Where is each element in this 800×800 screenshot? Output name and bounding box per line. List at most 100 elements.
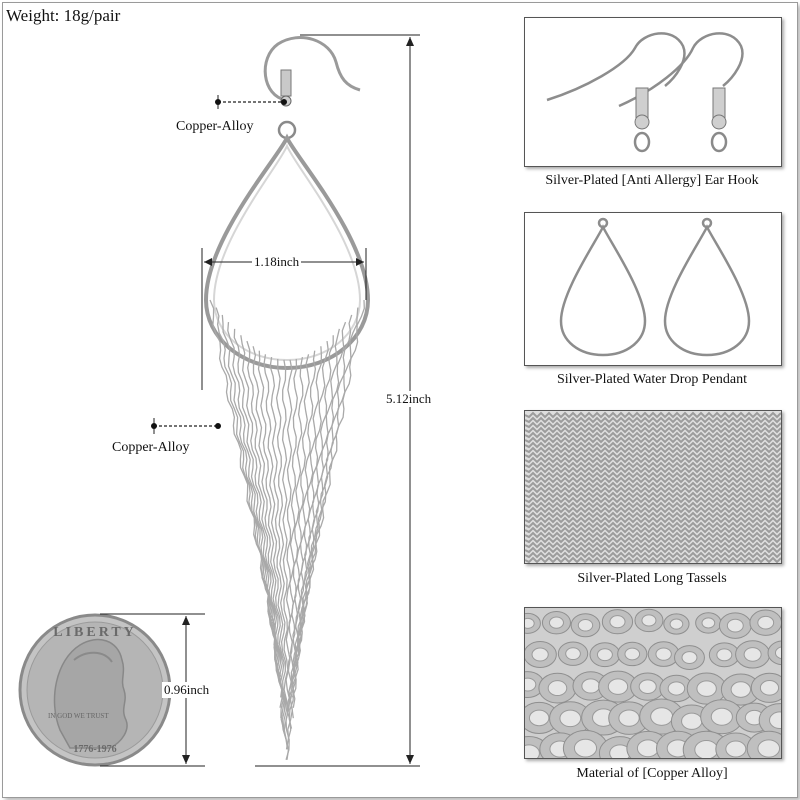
tassel-strand <box>263 354 285 729</box>
ear-hook-icon <box>263 36 361 102</box>
ear-hook-pair-icon <box>546 32 744 108</box>
tassel-wave-row <box>525 521 781 529</box>
tassel-wave-row <box>525 536 781 544</box>
coin-top-text: LIBERTY <box>53 625 137 640</box>
height-dimension-label: 5.12inch <box>384 391 434 407</box>
alloy-tube <box>695 612 722 634</box>
tassel-material-label: Copper-Alloy <box>112 440 190 455</box>
tassel-strand <box>289 350 317 719</box>
tassel-wave-row <box>525 541 781 549</box>
copper-alloy-panel <box>524 607 782 759</box>
quarter-coin-icon <box>18 613 172 767</box>
alloy-tube <box>608 701 650 735</box>
alloy-tube <box>541 610 571 635</box>
tassel-strand <box>240 335 283 688</box>
coin-motto-text: IN GOD WE TRUST <box>48 712 109 720</box>
water-drop-panel <box>524 212 782 366</box>
tassel-strand <box>298 299 365 636</box>
tassel-wave-row <box>525 441 781 449</box>
tassel-wave-row <box>525 551 781 559</box>
alloy-tube <box>634 608 664 633</box>
tassel-wave-row <box>525 431 781 439</box>
tassel-wave-row <box>525 511 781 519</box>
tassel-wave-pattern <box>525 411 781 563</box>
tassel-wave-row <box>525 481 781 489</box>
alloy-tube <box>674 645 705 671</box>
width-dimension-label: 1.18inch <box>252 254 302 270</box>
alloy-tube <box>598 670 638 703</box>
tassel-strand <box>294 321 347 667</box>
tassel-wave-row <box>525 501 781 509</box>
tassel-strand <box>257 350 284 719</box>
alloy-tube <box>538 672 577 704</box>
tassel-wave-row <box>525 461 781 469</box>
tassel-wave-row <box>525 491 781 499</box>
tassel-wave-row <box>525 486 781 494</box>
alloy-tube <box>525 612 541 634</box>
tassel-wave-row <box>525 416 781 424</box>
ear-hook-panel <box>524 17 782 167</box>
alloy-tube <box>718 612 752 639</box>
tassel-wave-row <box>525 476 781 484</box>
alloy-tube <box>749 609 781 636</box>
alloy-tube-pile <box>525 608 781 758</box>
tassel-strand <box>269 356 287 740</box>
tassel-wave-row <box>525 421 781 429</box>
ear-hook-caption: Silver-Plated [Anti Allergy] Ear Hook <box>545 173 759 188</box>
alloy-tube <box>659 674 694 703</box>
tassel-wave-row <box>525 506 781 514</box>
tassel-strand <box>287 356 304 740</box>
tassel-strand <box>298 307 359 646</box>
tassel-wave-row <box>525 556 781 563</box>
tassel-wave-row <box>525 496 781 504</box>
hook-coil <box>280 69 292 97</box>
alloy-tube <box>557 641 589 666</box>
tassel-strands <box>209 299 365 760</box>
copper-alloy-caption: Material of [Copper Alloy] <box>576 766 728 781</box>
alloy-tube <box>686 672 727 705</box>
alloy-tube <box>589 642 621 668</box>
tassel-wave-row <box>525 526 781 534</box>
tassel-wave-row <box>525 451 781 459</box>
tassel-wave-row <box>525 446 781 454</box>
teardrop-pendant-icon <box>203 133 371 371</box>
alloy-tube <box>647 641 680 667</box>
alloy-tube <box>601 609 634 635</box>
tassel-wave-row <box>525 531 781 539</box>
tassel-wave-row <box>525 426 781 434</box>
tassel-wave-row <box>525 516 781 524</box>
alloy-tube <box>700 699 744 735</box>
weight-label: Weight: 18g/pair <box>6 6 121 25</box>
alloy-tube <box>617 641 648 667</box>
alloy-tube <box>663 613 690 635</box>
alloy-tube <box>767 640 781 666</box>
alloy-tube <box>708 642 740 668</box>
tassel-wave-row <box>525 546 781 554</box>
tassels-panel <box>524 410 782 564</box>
water-drop-caption: Silver-Plated Water Drop Pendant <box>556 372 747 387</box>
hook-material-label: Copper-Alloy <box>176 119 254 134</box>
alloy-tube <box>735 640 771 669</box>
alloy-tube <box>570 613 601 638</box>
tassel-strand <box>227 322 279 667</box>
alloy-tube <box>715 732 757 758</box>
water-drop-pair-icon <box>559 217 751 357</box>
tassel-wave-row <box>525 456 781 464</box>
alloy-tube <box>562 729 609 758</box>
tassel-wave-row <box>525 466 781 474</box>
alloy-tube <box>750 672 781 703</box>
tassel-wave-row <box>525 436 781 444</box>
tassel-strand <box>285 359 293 760</box>
alloy-tube <box>572 671 609 701</box>
tassels-caption: Silver-Plated Long Tassels <box>577 571 727 586</box>
alloy-tube <box>525 641 557 668</box>
alloy-tube <box>630 672 666 701</box>
tassel-strand <box>281 359 290 760</box>
tassel-wave-row <box>525 471 781 479</box>
coin-diameter-label: 0.96inch <box>162 682 212 698</box>
coin-years-text: 1776-1976 <box>73 744 116 755</box>
alloy-tube <box>746 730 781 758</box>
tassel-strand <box>291 346 323 708</box>
tassel-wave-row <box>525 411 781 419</box>
